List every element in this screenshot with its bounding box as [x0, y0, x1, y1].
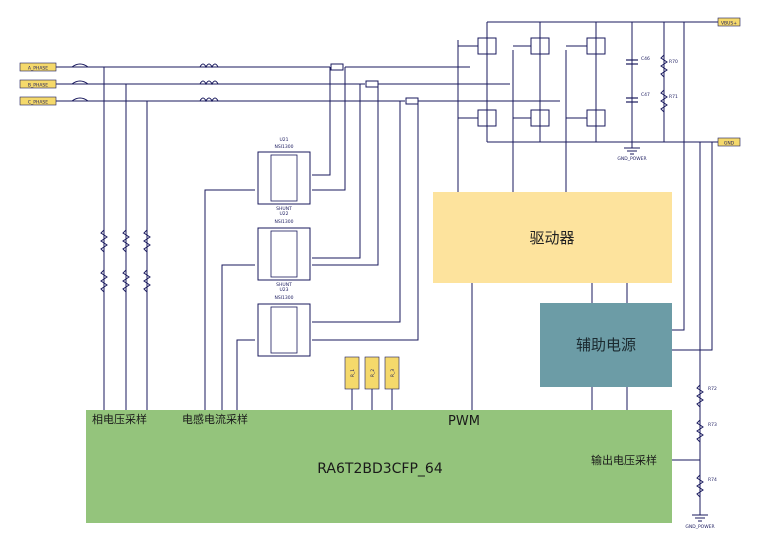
shunts: [330, 63, 419, 105]
ground-symbols: [624, 142, 708, 522]
aux-power-label: 辅助电源: [576, 336, 636, 354]
wires: [55, 21, 722, 512]
mosfet-bridge: [458, 37, 606, 127]
inductor-current-sampling-label: 电感电流采样: [182, 412, 248, 426]
sensor-ref: U21: [279, 137, 288, 143]
sensor-part: NSI1300: [274, 295, 293, 301]
small-io-parts: R_1 R_2 R_3: [344, 356, 400, 390]
input-label-a: A_PHASE: [28, 66, 48, 72]
small-part-1: R_1: [350, 369, 356, 377]
res-label-1: R70: [669, 59, 678, 65]
gnd-label-bottom: GND_POWER: [685, 524, 714, 530]
cap-label-2: C47: [641, 92, 650, 98]
driver-label: 驱动器: [529, 229, 574, 247]
input-label-c: C_PHASE: [28, 100, 48, 106]
bus-outputs: VBUS+ GND: [717, 17, 741, 146]
cap-label-1: C46: [641, 56, 650, 62]
sensor-u22: U22 NSI1300 SHUNT: [257, 211, 311, 288]
sensor-ref: U22: [279, 211, 288, 217]
res-label-2: R71: [669, 94, 678, 100]
phase-voltage-sampling-label: 相电压采样: [92, 412, 147, 426]
div-res-3: R74: [708, 477, 717, 483]
aux-power-block: [540, 303, 672, 387]
sensor-sub: SHUNT: [276, 206, 292, 212]
mcu-block: [86, 410, 672, 523]
sensor-u23: U23 NSI1300: [257, 287, 311, 357]
driver-block: [433, 192, 672, 283]
small-part-2: R_2: [370, 369, 376, 377]
div-res-2: R73: [708, 422, 717, 428]
sensor-ref: U23: [279, 287, 288, 293]
sampling-resistors: [100, 54, 704, 498]
inductors: [199, 63, 219, 103]
output-label-neg: GND: [724, 140, 735, 146]
sensor-u21: U21 NSI1300 SHUNT: [257, 137, 311, 212]
gnd-label-top: GND_POWER: [617, 156, 646, 162]
input-label-b: B_PHASE: [28, 83, 48, 89]
mcu-name: RA6T2BD3CFP_64: [317, 461, 443, 477]
output-voltage-sampling-label: 输出电压采样: [591, 453, 657, 467]
output-label-pos: VBUS+: [721, 20, 737, 26]
pwm-label: PWM: [448, 414, 480, 429]
sensor-sub: SHUNT: [276, 282, 292, 288]
sensor-part: NSI1300: [274, 144, 293, 150]
sensor-part: NSI1300: [274, 219, 293, 225]
small-part-3: R_3: [390, 369, 396, 377]
div-res-1: R72: [708, 386, 717, 392]
phase-inputs: A_PHASE B_PHASE C_PHASE: [19, 62, 57, 106]
bus-capacitors: [626, 59, 638, 103]
